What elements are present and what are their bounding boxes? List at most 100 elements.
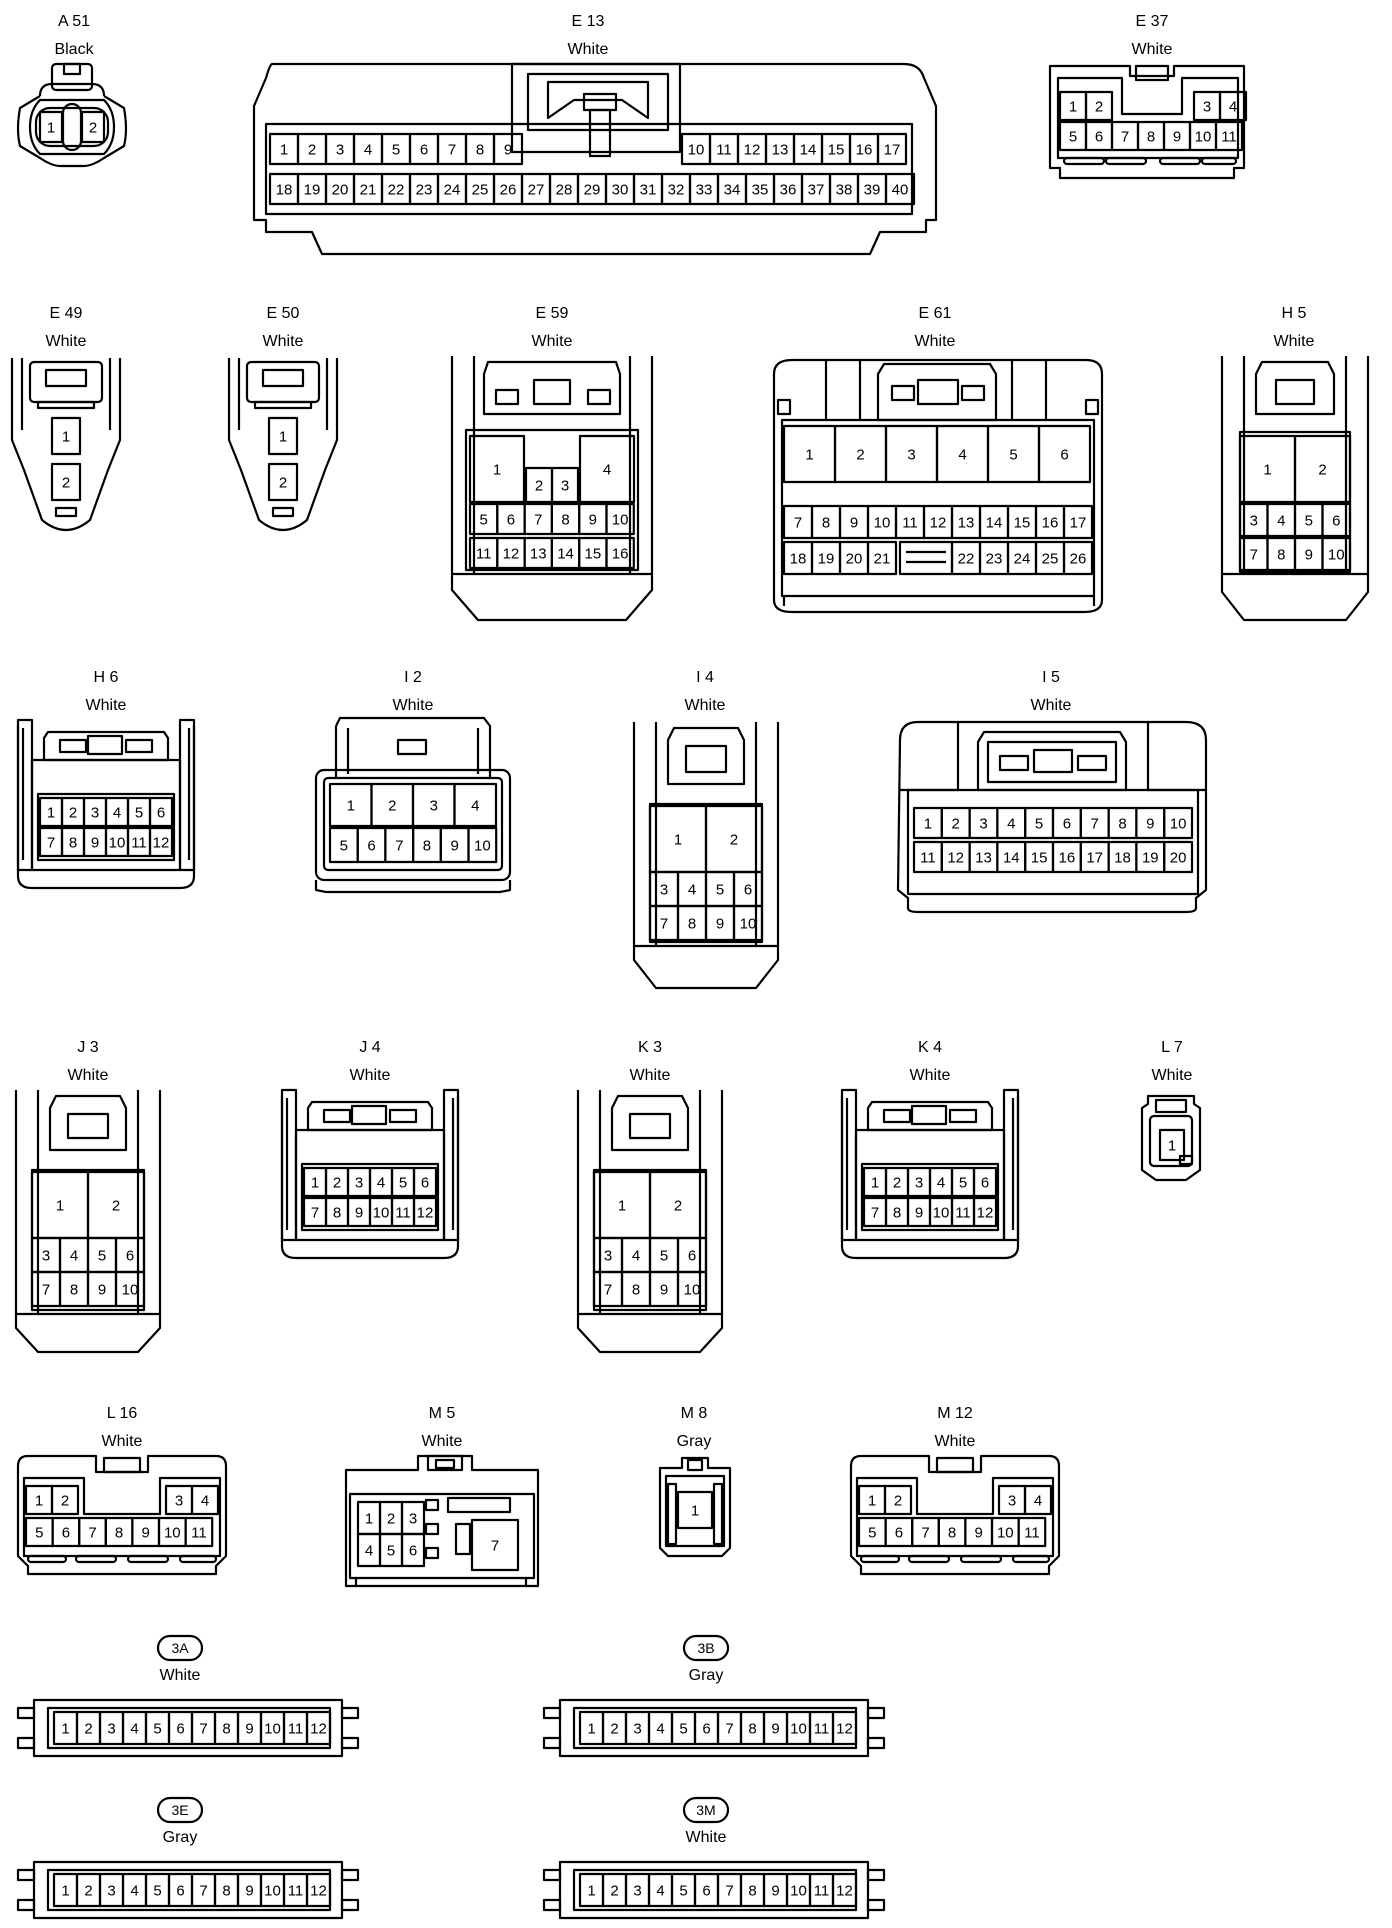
pin-number: 10: [373, 1205, 390, 1222]
pin-number: 7: [491, 1538, 499, 1555]
pin-number: 6: [62, 1525, 70, 1542]
pin-number: 3: [979, 816, 987, 833]
pin-number: 27: [528, 182, 545, 199]
connector-color: White: [86, 697, 127, 714]
pin-number: 34: [724, 182, 741, 199]
pin-number: 11: [716, 142, 732, 159]
pin-cavity: [1163, 806, 1194, 840]
pin-number: 7: [199, 1721, 207, 1738]
pin-number: 11: [1221, 129, 1237, 146]
pin-number: 20: [1170, 850, 1187, 867]
pin-number: 4: [365, 1543, 373, 1560]
pin-number: 25: [1042, 551, 1059, 568]
pin-number: 5: [340, 838, 348, 855]
housing: [558, 1698, 870, 1758]
pin-number: 10: [264, 1721, 281, 1738]
pin-number: 1: [587, 1721, 595, 1738]
pin-cavity: [831, 1872, 858, 1908]
pin-number: 7: [88, 1525, 96, 1542]
housing: [10, 358, 122, 532]
pin-number: 11: [902, 515, 918, 532]
pin-number: 5: [959, 1175, 967, 1192]
connector-color: White: [935, 1433, 976, 1450]
pin-number: 8: [948, 1525, 956, 1542]
pin-number: 10: [1328, 547, 1345, 564]
pin-number: 20: [846, 551, 863, 568]
pin-cavity: [50, 462, 82, 502]
pin-number: 4: [958, 447, 966, 464]
pin-number: 5: [716, 882, 724, 899]
connector-color: White: [1031, 697, 1072, 714]
connector-color: White: [686, 1829, 727, 1846]
pin-number: 2: [279, 475, 287, 492]
housing: [252, 62, 938, 256]
pin-number: 11: [920, 850, 936, 867]
housing: [1048, 64, 1246, 180]
connector-color: Gray: [689, 1667, 724, 1684]
pin-number: 26: [1070, 551, 1087, 568]
pin-cavity: [732, 904, 764, 942]
pin-number: 8: [822, 515, 830, 532]
pin-number: 2: [84, 1721, 92, 1738]
connector-color: White: [685, 697, 726, 714]
pin-number: 13: [958, 515, 975, 532]
pin-number: 6: [1332, 513, 1340, 530]
connector-code: J 3: [77, 1039, 98, 1056]
pin-number: 4: [603, 462, 611, 479]
pin-number: 12: [310, 1721, 327, 1738]
pin-number: 14: [986, 515, 1003, 532]
connector-color: White: [350, 1067, 391, 1084]
pin-number: 12: [310, 1883, 327, 1900]
pin-number: 8: [222, 1883, 230, 1900]
pin-number: 4: [130, 1883, 138, 1900]
connector-color: White: [1132, 41, 1173, 58]
pin-number: 5: [387, 1543, 395, 1560]
pin-number: 3: [561, 478, 569, 495]
pin-number: 4: [656, 1883, 664, 1900]
pin-cavity: [470, 1518, 520, 1572]
pin-number: 1: [35, 1493, 43, 1510]
pin-cavity: [1321, 502, 1352, 538]
connector-code: I 4: [696, 669, 714, 686]
pin-number: 29: [584, 182, 601, 199]
pin-number: 1: [493, 462, 501, 479]
connector-color: White: [160, 1667, 201, 1684]
pin-number: 7: [448, 142, 456, 159]
housing: [558, 1860, 870, 1920]
pin-number: 17: [884, 142, 901, 159]
housing: [16, 726, 196, 890]
pin-number: 10: [740, 916, 757, 933]
pin-number: 1: [347, 798, 355, 815]
pin-cavity: [1163, 840, 1194, 874]
pin-cavity: [831, 1710, 858, 1746]
pin-number: 7: [660, 916, 668, 933]
housing: [227, 358, 339, 532]
housing: [16, 82, 128, 168]
pin-number: 3: [633, 1721, 641, 1738]
pin-number: 11: [288, 1721, 304, 1738]
pin-number: 5: [399, 1175, 407, 1192]
connector-color: White: [568, 41, 609, 58]
housing: [632, 722, 780, 990]
housing: [14, 1090, 162, 1354]
housing: [840, 1096, 1020, 1260]
pin-number: 9: [91, 835, 99, 852]
pin-number: 18: [276, 182, 293, 199]
pin-number: 4: [201, 1493, 209, 1510]
pin-number: 9: [975, 1525, 983, 1542]
housing: [32, 1860, 344, 1920]
pin-number: 17: [1086, 850, 1103, 867]
pin-number: 4: [1034, 1493, 1042, 1510]
pin-number: 6: [176, 1883, 184, 1900]
pin-cavity: [1218, 90, 1248, 122]
pin-number: 6: [895, 1525, 903, 1542]
pin-number: 22: [388, 182, 405, 199]
pin-number: 1: [618, 1198, 626, 1215]
pin-number: 14: [557, 546, 574, 563]
housing: [1220, 356, 1370, 622]
pin-number: 2: [388, 798, 396, 815]
